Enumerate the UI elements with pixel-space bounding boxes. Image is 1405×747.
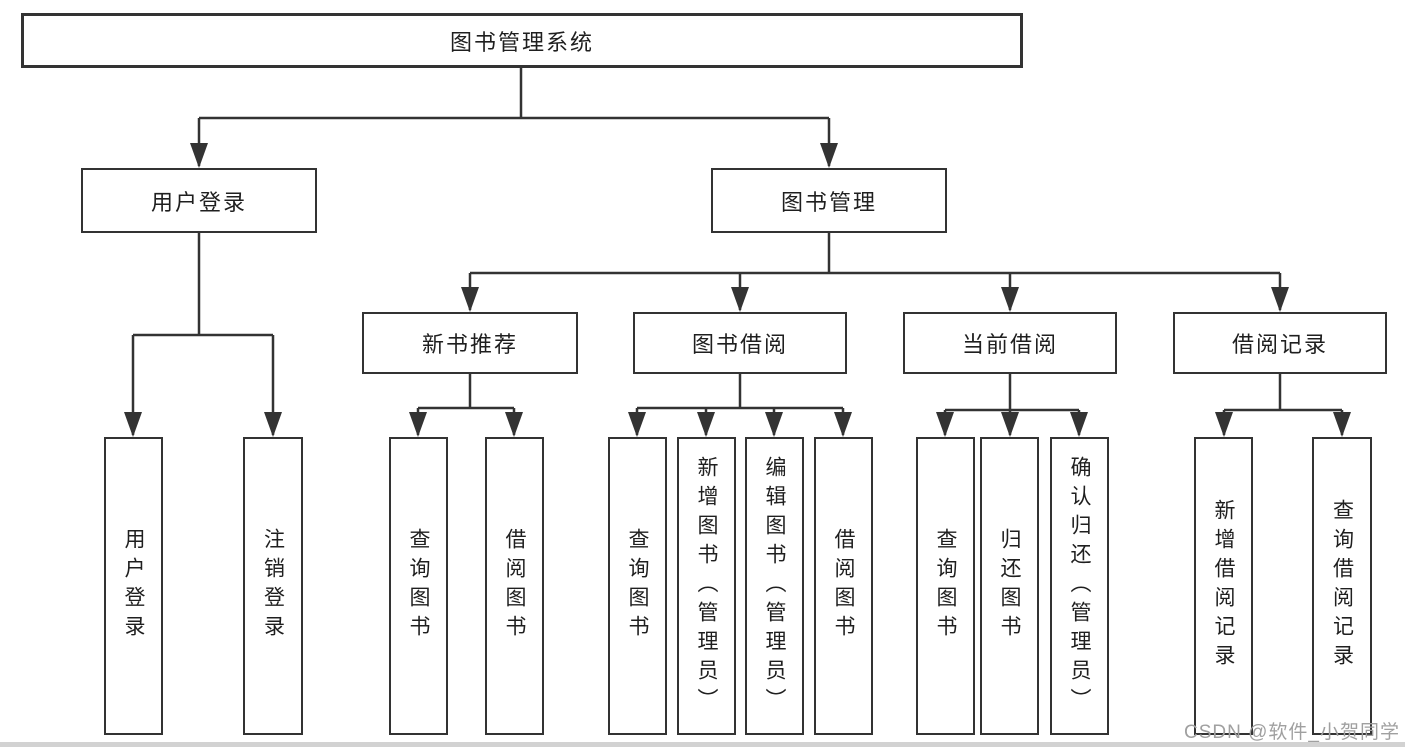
leaf-query-borrow-record: 查询借阅记录 [1312, 437, 1372, 735]
leaf-return-books: 归还图书 [980, 437, 1039, 735]
node-book-management: 图书管理 [711, 168, 947, 233]
node-label: 编辑图书（管理员） [763, 455, 786, 717]
node-current-borrow: 当前借阅 [903, 312, 1117, 374]
leaf-user-login: 用户登录 [104, 437, 163, 735]
node-label: 新书推荐 [421, 332, 518, 357]
node-label: 用户登录 [150, 189, 247, 215]
leaf-query-books-borrow: 查询图书 [608, 437, 667, 735]
node-label: 归还图书 [998, 528, 1021, 644]
leaf-edit-books-admin: 编辑图书（管理员） [745, 437, 804, 735]
bottom-strip [0, 742, 1405, 747]
node-new-book-recommend: 新书推荐 [362, 312, 578, 374]
node-label: 确认归还（管理员） [1068, 455, 1091, 717]
node-label: 新增借阅记录 [1212, 499, 1235, 673]
node-system-root: 图书管理系统 [21, 13, 1023, 68]
node-user-login: 用户登录 [81, 168, 317, 233]
node-label: 注销登录 [261, 528, 285, 644]
node-label: 当前借阅 [961, 332, 1058, 357]
node-label: 用户登录 [122, 528, 145, 644]
node-borrow-record: 借阅记录 [1173, 312, 1387, 374]
node-label: 借阅记录 [1231, 332, 1328, 357]
leaf-logout: 注销登录 [243, 437, 303, 735]
node-label: 新增图书（管理员） [695, 455, 718, 717]
node-label: 借阅图书 [832, 528, 855, 644]
node-label: 图书管理 [780, 189, 877, 215]
leaf-add-books-admin: 新增图书（管理员） [677, 437, 736, 735]
leaf-borrow-books-recommend: 借阅图书 [485, 437, 544, 735]
leaf-query-books-current: 查询图书 [916, 437, 975, 735]
node-label: 查询图书 [626, 528, 649, 644]
leaf-query-books-recommend: 查询图书 [389, 437, 448, 735]
node-label: 借阅图书 [503, 528, 526, 644]
leaf-confirm-return-admin: 确认归还（管理员） [1050, 437, 1109, 735]
node-label: 查询借阅记录 [1330, 499, 1354, 673]
leaf-borrow-books: 借阅图书 [814, 437, 873, 735]
node-label: 图书借阅 [691, 332, 788, 357]
watermark: CSDN @软件_小贺同学 [1184, 722, 1400, 743]
node-label: 图书管理系统 [449, 29, 594, 55]
node-book-borrow: 图书借阅 [633, 312, 847, 374]
node-label: 查询图书 [934, 528, 957, 644]
leaf-add-borrow-record: 新增借阅记录 [1194, 437, 1253, 735]
node-label: 查询图书 [407, 528, 430, 644]
